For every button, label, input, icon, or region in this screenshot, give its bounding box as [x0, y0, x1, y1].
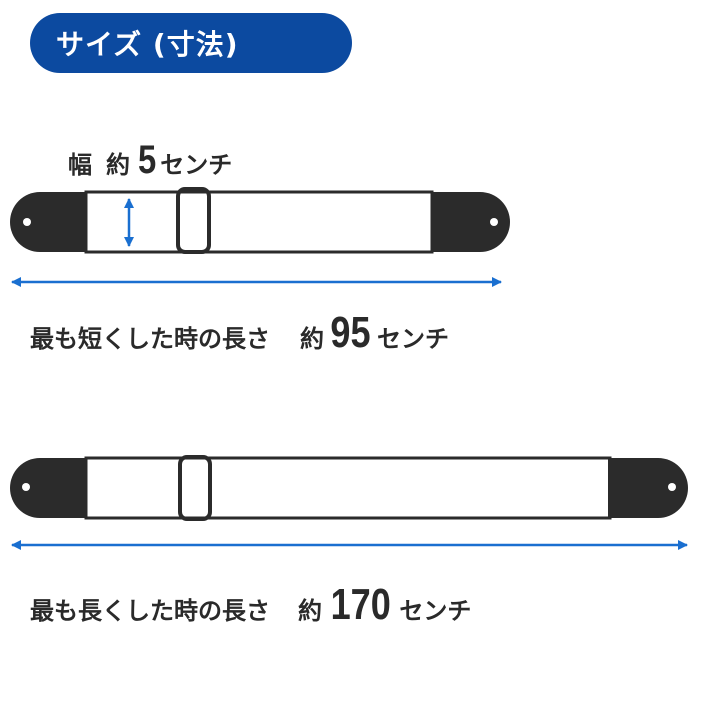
long-strap: [10, 455, 688, 521]
section-title: サイズ (寸法): [56, 28, 239, 61]
short-strap-buckle-icon: [176, 187, 211, 254]
section-title-pill: サイズ (寸法): [30, 13, 352, 73]
short-length-unit: センチ: [376, 325, 449, 353]
long-strap-buckle-icon: [178, 455, 212, 521]
short-strap-left-hole-icon: [23, 218, 31, 226]
short-length-approx: 約: [300, 325, 324, 353]
long-length-text: 最も長くした時の長さ: [30, 597, 270, 625]
long-strap-right-hole-icon: [668, 483, 676, 491]
short-strap-right-hole-icon: [490, 218, 498, 226]
width-label-unit: センチ: [160, 151, 233, 179]
short-strap-webbing: [84, 190, 434, 254]
short-strap-left-end: [10, 192, 86, 252]
short-length-label: 最も短くした時の長さ 約 95 センチ: [30, 308, 449, 358]
long-length-unit: センチ: [399, 597, 472, 625]
long-length-value: 170: [330, 580, 391, 629]
width-label: 幅 約 5 センチ: [68, 138, 232, 183]
long-strap-webbing: [84, 456, 612, 520]
long-strap-right-end: [608, 458, 688, 518]
long-strap-left-end: [10, 458, 86, 518]
long-strap-left-hole-icon: [22, 483, 30, 491]
width-label-prefix: 幅: [68, 151, 92, 179]
long-length-approx: 約: [298, 597, 322, 625]
short-length-text: 最も短くした時の長さ: [30, 325, 270, 353]
long-length-label: 最も長くした時の長さ 約 170 センチ: [30, 580, 471, 630]
short-length-value: 95: [330, 308, 371, 357]
short-strap-right-end: [432, 192, 510, 252]
width-label-value: 5: [138, 138, 157, 182]
short-strap: [10, 187, 510, 254]
width-label-approx: 約: [106, 151, 130, 179]
